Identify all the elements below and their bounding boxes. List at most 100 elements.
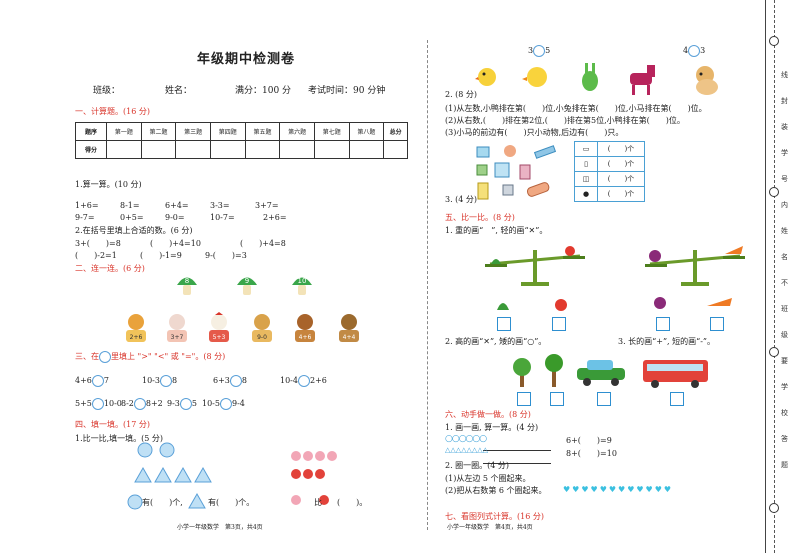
compare-left: 3: [528, 46, 534, 55]
calc-item: 8-1=: [120, 201, 140, 210]
vehicles-figure: [577, 360, 708, 388]
time-label: 考试时间：90 分钟: [308, 86, 386, 96]
score-cell[interactable]: [244, 140, 281, 159]
section4-q1: 1.比一比,填一填。(5 分): [75, 434, 164, 443]
compare-right: 5: [545, 46, 551, 55]
animal-card-icon: 5+3: [209, 312, 229, 342]
compare-right: 5: [191, 399, 197, 408]
binding-label: 校: [781, 409, 788, 417]
shapes-figure: [127, 442, 212, 510]
score-cell[interactable]: [175, 140, 211, 159]
calc-q1: 1.算一算。(10 分): [75, 180, 142, 189]
compare-circle-icon[interactable]: [297, 375, 310, 387]
compare-right: 9-4: [231, 399, 245, 408]
compare-circle-icon[interactable]: [91, 398, 104, 410]
binding-hole-icon: [769, 503, 779, 513]
solid-shapes-figure: [476, 145, 557, 200]
compare-circle-icon[interactable]: [159, 375, 172, 387]
compare-circle-icon: [99, 351, 111, 363]
footer-left: 小学一年级数学 第3页，共4页: [177, 524, 263, 531]
score-label: 满分：100 分: [235, 86, 292, 96]
section6-heading: 六、动手做一做。(8 分): [445, 410, 531, 419]
compare-left: 6+3: [213, 376, 230, 385]
section6-q2: 2. 圈一圈。(4 分): [445, 461, 510, 470]
score-cell[interactable]: [313, 140, 350, 159]
score-cell: 第八题: [348, 122, 385, 141]
food-blank-a: 比: [314, 498, 322, 507]
binding-label: 答: [781, 435, 788, 443]
animal-row-figure: [475, 63, 718, 95]
balance-scale-icon: [645, 246, 745, 286]
animal-expression: 5+3: [213, 334, 226, 341]
score-cell: 第六题: [279, 122, 315, 141]
drawing-line[interactable]: [483, 453, 551, 472]
drawing-line[interactable]: [483, 440, 551, 459]
score-cell[interactable]: [348, 140, 385, 159]
compare-left: 4+6: [75, 376, 92, 385]
compare-circle-icon[interactable]: [91, 375, 104, 387]
dog-icon: [696, 66, 718, 95]
compare-circle-icon[interactable]: [219, 398, 232, 410]
answer-box[interactable]: [597, 392, 611, 406]
compare-right: 2+6: [309, 376, 327, 385]
right-q2: 2. (8 分): [445, 90, 478, 99]
binding-label: 装: [781, 123, 788, 131]
circle-row-icon: ○○○○○○: [445, 434, 487, 444]
calc-item: ( )-2=1: [75, 251, 117, 260]
right-q3: 3. (4 分): [445, 195, 478, 204]
mushroom-number: 8: [185, 277, 189, 285]
count-blank[interactable]: ( )个: [597, 156, 645, 172]
binding-label: 题: [781, 461, 788, 469]
cube-icon: ▭: [574, 141, 598, 157]
right-q2-line3: (3)小马的前边有( )只小动物,后边有( )只。: [445, 128, 624, 137]
compare-right: 10-0: [103, 399, 122, 408]
calc-q2: 2.在括号里填上合适的数。(6 分): [75, 226, 193, 235]
count-blank[interactable]: ( )个: [597, 141, 645, 157]
score-cell[interactable]: [140, 140, 177, 159]
calc-item: 0+5=: [120, 213, 144, 222]
answer-box[interactable]: [517, 392, 531, 406]
count-blank[interactable]: ( )个: [597, 171, 645, 187]
score-cell[interactable]: [209, 140, 246, 159]
vegetable-row: [497, 299, 567, 311]
compare-circle-icon[interactable]: [179, 398, 192, 410]
cylinder-icon: ◫: [574, 171, 598, 187]
animal-card-icon: 2+6: [126, 314, 146, 342]
count-blank[interactable]: ( )个: [597, 186, 645, 202]
page-title: 年级期中检测卷: [197, 52, 296, 67]
calc-item: 9-( )=3: [205, 251, 247, 260]
score-cell[interactable]: [279, 140, 315, 159]
mushroom-number: 9: [245, 277, 249, 285]
calc-item: 1+6=: [75, 201, 99, 210]
pepper-icon: [497, 303, 509, 310]
answer-box[interactable]: [550, 392, 564, 406]
compare-circle-icon[interactable]: [533, 45, 546, 57]
compare-circle-icon[interactable]: [688, 45, 701, 57]
food-blank-b: ( )。: [337, 498, 368, 507]
section1-heading: 一、计算题。(16 分): [75, 107, 150, 116]
score-cell: 总分: [383, 122, 408, 141]
answer-box[interactable]: [497, 317, 511, 331]
score-cell[interactable]: [106, 140, 142, 159]
answer-box[interactable]: [552, 317, 566, 331]
compare-circle-icon[interactable]: [229, 375, 242, 387]
heart-row-icon: ♥♥♥♥♥♥♥♥♥♥♥♥: [563, 485, 674, 494]
answer-box[interactable]: [656, 317, 670, 331]
food-figure: [291, 451, 337, 505]
animal-card-icon: 3+7: [167, 314, 187, 342]
compare-left: 10-5: [202, 399, 220, 408]
compare-left: 10-3: [142, 376, 160, 385]
answer-box[interactable]: [710, 317, 724, 331]
animal-card-icon: 9-0: [252, 314, 272, 342]
binding-dashed-line: [774, 0, 775, 553]
compare-circle-icon[interactable]: [133, 398, 146, 410]
compare-right: 8+2: [145, 399, 163, 408]
score-cell[interactable]: [383, 140, 408, 159]
answer-box[interactable]: [670, 392, 684, 406]
balance-scale-icon: [485, 246, 585, 286]
animal-expression: 3+7: [171, 334, 184, 341]
score-cell: 第五题: [244, 122, 281, 141]
